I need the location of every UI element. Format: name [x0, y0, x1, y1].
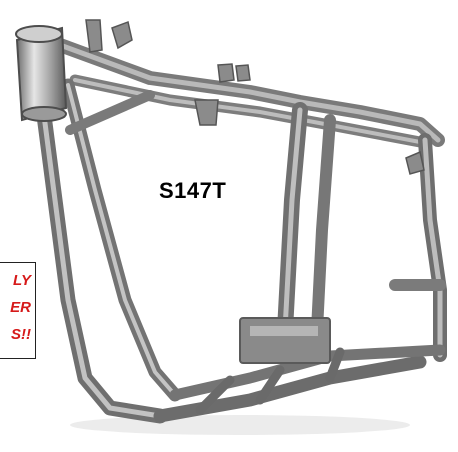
- bottom-crossmember: [195, 347, 345, 415]
- head-brace: [65, 90, 155, 135]
- rear-stay: [310, 114, 336, 356]
- part-number-label: S147T: [159, 178, 227, 203]
- floor-shadow: [70, 415, 410, 435]
- steering-head: [15, 25, 68, 122]
- promo-badge: LY ER S!!: [0, 262, 36, 359]
- promo-line-3: S!!: [11, 326, 31, 343]
- promo-line-2: ER: [10, 299, 31, 316]
- bottom-rail-right: [169, 344, 446, 401]
- top-mount-tabs: [85, 19, 425, 175]
- front-downtube-outer: [34, 92, 168, 424]
- transmission-mount: [239, 317, 331, 364]
- promo-line-1: LY: [12, 272, 31, 289]
